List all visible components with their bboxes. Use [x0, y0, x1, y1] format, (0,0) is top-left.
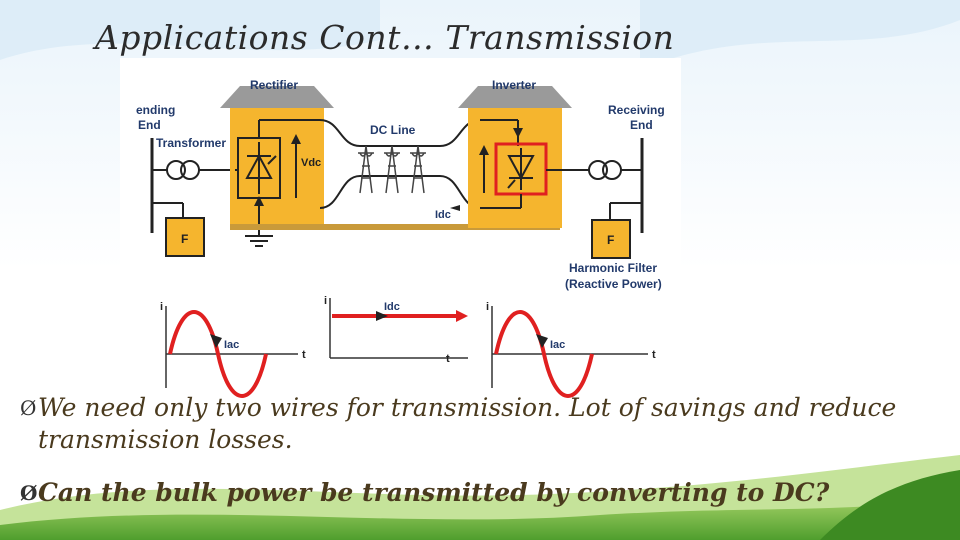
- sending-end-label-2: End: [138, 118, 161, 132]
- inverter-roof: [458, 86, 572, 108]
- bullet-text: We need only two wires for transmission.…: [38, 393, 897, 454]
- filter-right-box: [591, 219, 631, 259]
- dc-line-label: DC Line: [370, 123, 416, 137]
- reactive-power-label: (Reactive Power): [565, 277, 662, 291]
- transmission-tower-icons: [358, 145, 426, 194]
- bullet-item: Ø We need only two wires for transmissio…: [20, 392, 920, 456]
- waveform-dc: i t Idc: [324, 295, 468, 365]
- rectifier-station: [230, 108, 324, 228]
- waveform-ac-right: i t Iac: [486, 301, 656, 398]
- inverter-label: Inverter: [492, 78, 536, 92]
- dc-line-bottom: [319, 175, 481, 209]
- ground-icon: [245, 232, 273, 247]
- ground-return-bar: [230, 224, 560, 230]
- wave1-i-label: i: [160, 301, 163, 313]
- waveform-ac-left: i t Iac: [160, 301, 306, 398]
- vdc-label: Vdc: [301, 157, 321, 169]
- wave3-i-label: i: [486, 301, 489, 313]
- filter-left-box: [165, 217, 205, 257]
- harmonic-filter-label: Harmonic Filter: [569, 261, 657, 275]
- wave1-iac-label: Iac: [224, 339, 239, 351]
- transformer-label: Transformer: [156, 136, 226, 150]
- bullet-item: Ø Can the bulk power be transmitted by c…: [20, 477, 920, 509]
- wave1-t-label: t: [302, 349, 306, 361]
- bullet-arrow-icon: Ø: [20, 481, 38, 505]
- transformer-right-icon: [588, 160, 608, 180]
- wave2-idc-label: Idc: [384, 301, 400, 313]
- rectifier-label: Rectifier: [250, 78, 298, 92]
- transformer-left-icon: [166, 160, 186, 180]
- bullet-text: Can the bulk power be transmitted by con…: [38, 478, 830, 507]
- dc-line-top: [319, 119, 481, 147]
- inverter-thyristor-icon: [507, 148, 535, 190]
- wave2-t-label: t: [446, 353, 450, 365]
- wave3-t-label: t: [652, 349, 656, 361]
- wave2-i-label: i: [324, 295, 327, 307]
- sending-end-label: ending: [136, 103, 175, 117]
- filter-left-label: F: [181, 232, 188, 246]
- slide-title: Applications Cont… Transmission: [95, 18, 675, 57]
- filter-right-label: F: [607, 233, 614, 247]
- bullet-arrow-icon: Ø: [20, 396, 37, 420]
- wave3-iac-label: Iac: [550, 339, 565, 351]
- rectifier-thyristor-icon: [245, 142, 277, 194]
- receiving-end-label-2: End: [630, 118, 653, 132]
- rectifier-roof: [220, 86, 334, 108]
- receiving-end-label: Receiving: [608, 103, 665, 117]
- hvdc-transmission-diagram: ending End Transformer F Rectifier: [120, 58, 681, 400]
- idc-station-label: Idc: [435, 209, 451, 221]
